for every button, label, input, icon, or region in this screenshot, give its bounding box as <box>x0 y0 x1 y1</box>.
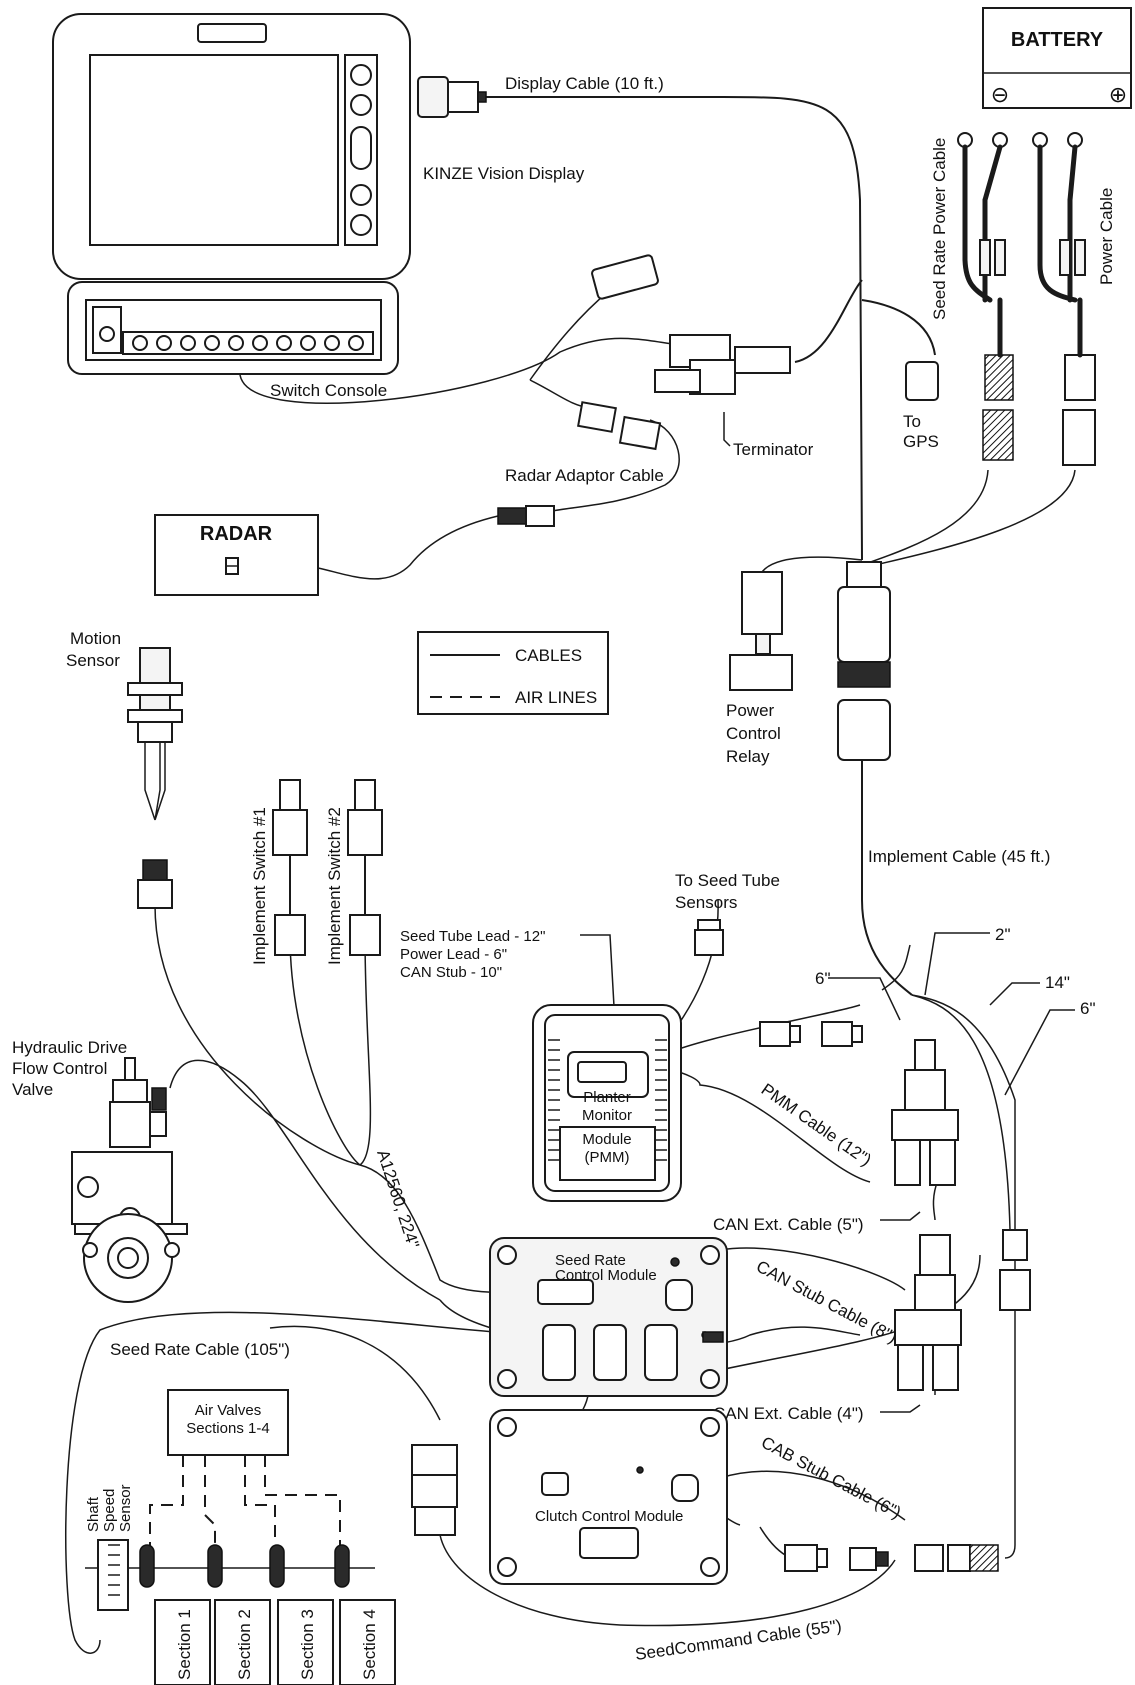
section-4-label: Section 4 <box>360 1609 379 1680</box>
vision-display-label: KINZE Vision Display <box>423 164 585 183</box>
power-lead-label: Power Lead - 6" <box>400 946 507 963</box>
planter-monitor-module <box>532 1004 682 1202</box>
radar-adaptor-cable-label: Radar Adaptor Cable <box>505 466 664 485</box>
pmm-label-4: (PMM) <box>585 1149 630 1166</box>
srcm-label-2: Control Module <box>555 1267 657 1284</box>
air-valves-label-2: Sections 1-4 <box>186 1420 269 1437</box>
seed-rate-control-module <box>489 1229 1031 1397</box>
seed-tube-lead-label: Seed Tube Lead - 12" <box>400 928 545 945</box>
pmm-label-3: Module <box>582 1131 631 1148</box>
srcm-label-1: Seed Rate <box>555 1252 626 1269</box>
seed-tube-connector <box>694 919 724 956</box>
radar-label: RADAR <box>200 523 273 545</box>
implement-switch-2-label: Implement Switch #2 <box>325 807 344 965</box>
legend-air-lines-label: AIR LINES <box>515 688 597 707</box>
a12560-label: A12560, 224" <box>373 1147 423 1250</box>
seed-rate-cable-label: Seed Rate Cable (105") <box>110 1340 290 1359</box>
power-control-relay <box>729 571 793 691</box>
implement-switch-1-label: Implement Switch #1 <box>250 807 269 965</box>
dim-6b-label: 6" <box>1080 999 1096 1018</box>
can-stub-label: CAN Stub - 10" <box>400 964 502 981</box>
cab-stub-cable-label: CAB Stub Cable (6") <box>758 1433 904 1523</box>
to-seed-tube-label-1: To Seed Tube <box>675 871 780 890</box>
terminator-label: Terminator <box>733 440 814 459</box>
pmm-label-2: Monitor <box>582 1107 632 1124</box>
vision-display <box>52 13 487 280</box>
pmm-label-1: Planter <box>583 1089 631 1106</box>
battery-label: BATTERY <box>1011 29 1104 51</box>
to-seed-tube-label-2: Sensors <box>675 893 737 912</box>
hydraulic-label-2: Flow Control <box>12 1059 107 1078</box>
power-control-relay-label-3: Relay <box>726 747 770 766</box>
clutch-control-module <box>489 1409 728 1585</box>
legend-cables-label: CABLES <box>515 646 582 665</box>
display-cable-label: Display Cable (10 ft.) <box>505 74 664 93</box>
to-gps-label-1: To <box>903 412 921 431</box>
power-control-relay-label-1: Power <box>726 701 775 720</box>
battery-positive-icon: ⊕ <box>1109 82 1127 107</box>
hydraulic-label-3: Valve <box>12 1080 53 1099</box>
implement-switch-2 <box>347 779 383 956</box>
dim-14-label: 14" <box>1045 973 1070 992</box>
motion-sensor <box>127 647 183 909</box>
dim-2-label: 2" <box>995 925 1011 944</box>
motion-sensor-label-1: Motion <box>70 629 121 648</box>
switch-console <box>67 281 399 375</box>
pmm-cable-label: PMM Cable (12") <box>758 1080 875 1170</box>
switch-console-label: Switch Console <box>270 381 387 400</box>
power-control-relay-label-2: Control <box>726 724 781 743</box>
power-cable-terminals <box>957 132 1096 466</box>
shaft-speed-sensor-label-3: Sensor <box>117 1484 134 1532</box>
implement-cable-label: Implement Cable (45 ft.) <box>868 847 1050 866</box>
shaft-speed-sensor-label-2: Speed <box>101 1489 118 1532</box>
pmm-connectors <box>759 1021 959 1186</box>
console-connectors <box>497 254 939 527</box>
clutch-control-module-label: Clutch Control Module <box>535 1508 683 1525</box>
can-ext-4-label: CAN Ext. Cable (4") <box>713 1404 864 1423</box>
battery-negative-icon: ⊖ <box>991 82 1009 107</box>
seedcommand-cable-label: SeedCommand Cable (55") <box>634 1616 843 1664</box>
section-2-label: Section 2 <box>235 1609 254 1680</box>
seedcommand-connectors <box>784 1544 999 1572</box>
legend <box>417 631 609 715</box>
battery: BATTERY ⊖ ⊕ <box>982 7 1132 109</box>
section-1-label: Section 1 <box>175 1609 194 1680</box>
air-valve-connector <box>411 1444 458 1536</box>
hydraulic-label-1: Hydraulic Drive <box>12 1038 127 1057</box>
section-3-label: Section 3 <box>298 1609 317 1680</box>
air-valves-label-1: Air Valves <box>195 1402 261 1419</box>
to-gps-label-2: GPS <box>903 432 939 451</box>
motion-sensor-label-2: Sensor <box>66 651 120 670</box>
power-cable-label: Power Cable <box>1097 188 1116 285</box>
shaft-speed-sensor-label-1: Shaft <box>85 1496 102 1532</box>
hydraulic-drive-valve <box>71 1057 188 1303</box>
can-ext-5-label: CAN Ext. Cable (5") <box>713 1215 864 1234</box>
shaft-assembly <box>85 1539 396 1685</box>
implement-cable-connector <box>837 561 891 761</box>
air-valves <box>149 1389 341 1560</box>
seed-rate-power-cable-label: Seed Rate Power Cable <box>930 138 949 320</box>
can-stub-cable-label: CAN Stub Cable (8") <box>753 1257 900 1347</box>
implement-switch-1 <box>272 779 308 956</box>
dim-6a-label: 6" <box>815 969 831 988</box>
radar <box>154 514 319 596</box>
